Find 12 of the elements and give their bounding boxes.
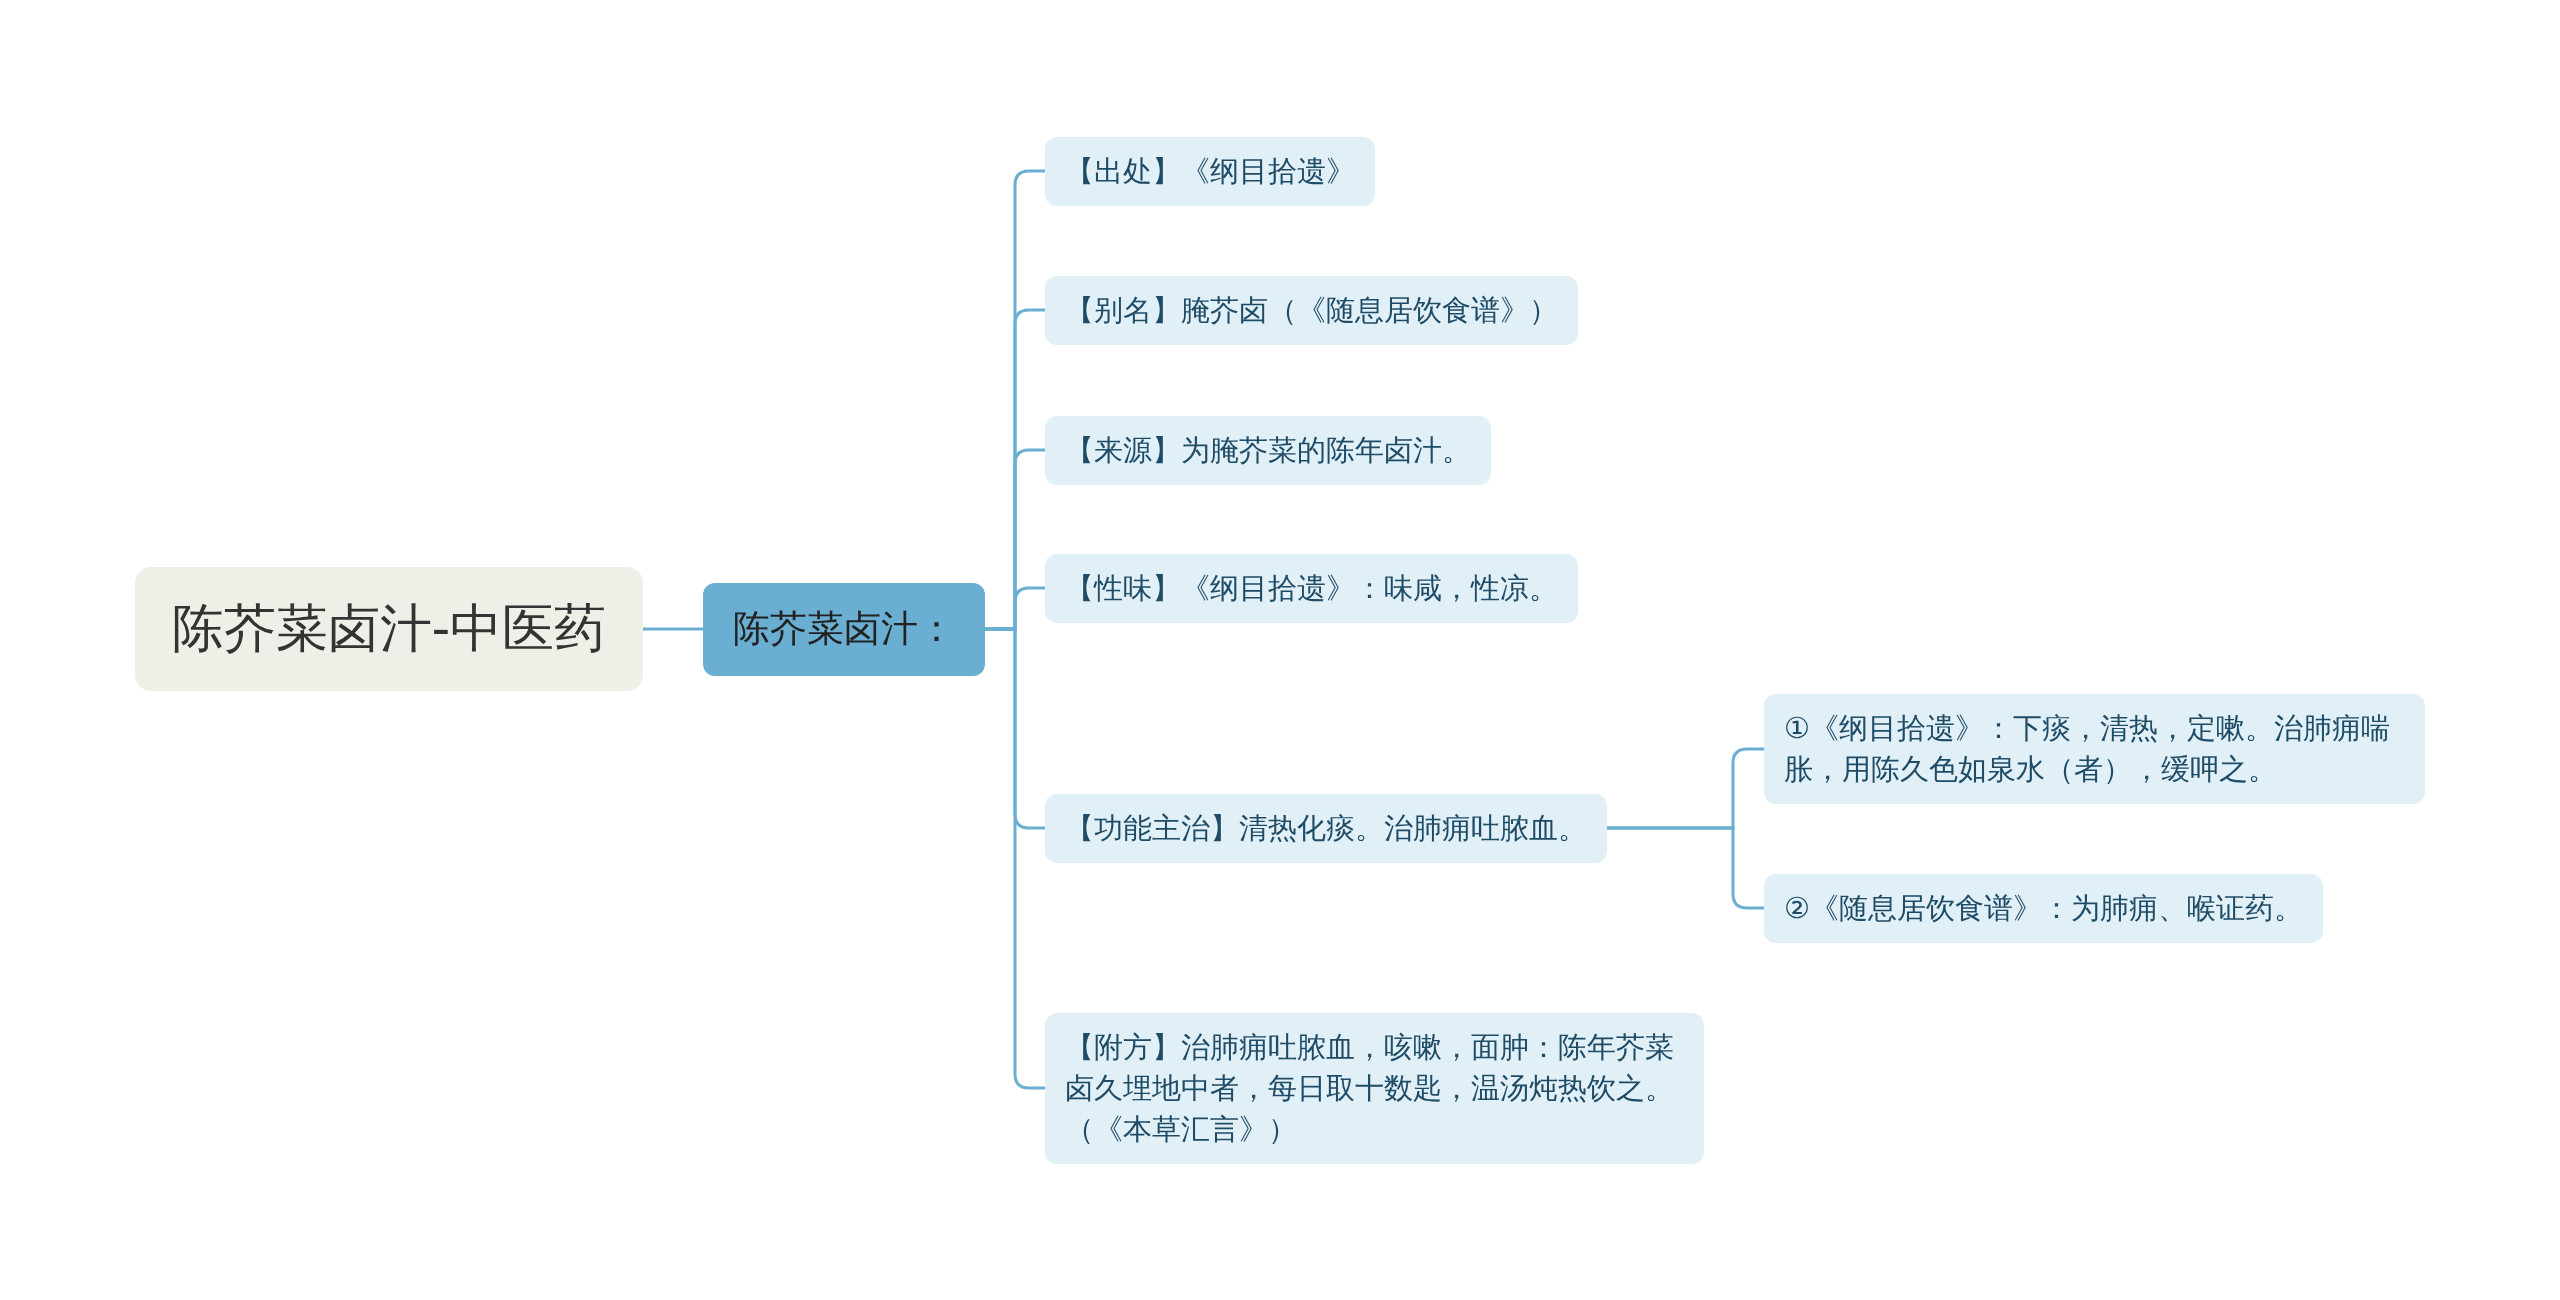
subtopic-box: ②《随息居饮食谱》：为肺痈、喉证药。 <box>1764 873 2323 943</box>
topic-box: 陈芥菜卤汁： <box>703 582 985 676</box>
subtopic-box: 【来源】为腌芥菜的陈年卤汁。 <box>1045 415 1491 485</box>
subtopic-box: 【出处】《纲目拾遗》 <box>1045 136 1375 206</box>
subtopic-box: ①《纲目拾遗》：下痰，清热，定嗽。治肺痈喘胀，用陈久色如泉水（者），缓呷之。 <box>1764 694 2425 804</box>
connector-line <box>985 627 1045 1090</box>
subtopic-box: 【性味】《纲目拾遗》：味咸，性凉。 <box>1045 553 1578 623</box>
subtopic-box: 【附方】治肺痈吐脓血，咳嗽，面肿：陈年芥菜卤久埋地中者，每日取十数匙，温汤炖热饮之。（《本草汇言》） <box>1045 1012 1704 1164</box>
connector-line <box>643 627 703 631</box>
subtopic-box: 【功能主治】清热化痰。治肺痈吐脓血。 <box>1045 793 1607 863</box>
central-topic-box: 陈芥菜卤汁-中医药 <box>135 567 643 691</box>
subtopic-box: 【别名】腌芥卤（《随息居饮食谱》） <box>1045 275 1578 345</box>
